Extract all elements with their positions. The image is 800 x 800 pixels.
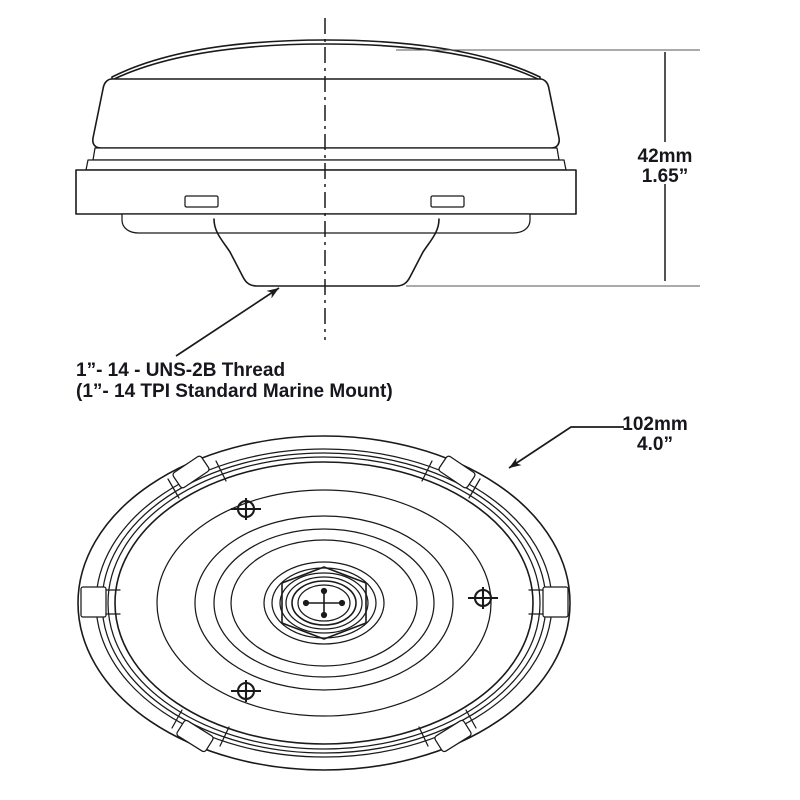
rim-notch-bottom-left xyxy=(171,709,230,753)
diameter-dimension-metric: 102mm xyxy=(622,414,688,435)
connector-hex-outline xyxy=(281,566,367,640)
target-marker-top xyxy=(231,498,261,520)
collar-ring-upper xyxy=(92,147,560,161)
connector-ring-3 xyxy=(279,572,369,634)
target-marker-bottom xyxy=(231,680,261,702)
notch-walls xyxy=(167,460,227,499)
diameter-dimension-imperial: 4.0” xyxy=(637,434,673,455)
connector-pin-bottom xyxy=(320,611,328,619)
connector-ring-5 xyxy=(291,580,357,626)
connector-ring-2 xyxy=(271,567,377,639)
rim-inner-edge-3 xyxy=(107,456,541,750)
thread-note-line-2: (1”- 14 TPI Standard Marine Mount) xyxy=(76,381,393,402)
connector-pin-left xyxy=(302,599,310,607)
rim-notch-top-right xyxy=(421,455,481,499)
center-connector xyxy=(263,561,385,645)
threaded-stem xyxy=(213,218,440,287)
contour-ring-2 xyxy=(194,515,454,691)
notch-walls xyxy=(171,709,230,747)
base-tab-right xyxy=(430,195,465,208)
connector-pin-top xyxy=(320,587,328,595)
notch-slot xyxy=(172,455,210,489)
height-dimension-imperial: 1.65” xyxy=(642,166,688,187)
rim-notch-right xyxy=(528,586,569,618)
contour-ring-1 xyxy=(156,489,492,717)
notch-walls xyxy=(418,709,477,747)
notch-slot xyxy=(176,719,214,753)
notch-walls xyxy=(421,460,481,499)
target-marker-right xyxy=(468,587,498,609)
base-plate xyxy=(121,213,531,234)
side-elevation-view: 42mm 1.65” 1”- 14 - UNS-2B Thread (1”- 1… xyxy=(75,18,700,402)
dome-outer-edge xyxy=(114,461,534,745)
contour-ring-3 xyxy=(213,528,435,678)
notch-slot xyxy=(434,719,472,753)
thread-note-line-1: 1”- 14 - UNS-2B Thread xyxy=(76,360,285,381)
base-tab-left xyxy=(184,195,219,208)
collar-ring-lower xyxy=(85,159,567,171)
plan-view: 102mm 4.0” xyxy=(77,414,688,771)
notch-slot xyxy=(438,455,476,489)
rim-notch-left xyxy=(80,586,121,618)
base-band xyxy=(75,169,577,215)
dome-body xyxy=(92,78,560,149)
notch-slot xyxy=(80,586,107,618)
height-dimension: 42mm 1.65” xyxy=(638,52,693,281)
connector-ring-outer xyxy=(263,561,385,645)
diameter-leader-line xyxy=(508,426,624,469)
notch-walls xyxy=(528,589,544,615)
thread-leader-line xyxy=(175,287,280,357)
notch-walls xyxy=(105,589,121,615)
rim-notch-bottom-right xyxy=(418,709,477,753)
notch-slot xyxy=(542,586,569,618)
rim-notch-top-left xyxy=(167,455,227,499)
contour-ring-4 xyxy=(230,539,418,667)
connector-pin-right xyxy=(338,599,346,607)
connector-ring-4 xyxy=(285,576,363,630)
height-dimension-metric: 42mm xyxy=(638,146,693,167)
